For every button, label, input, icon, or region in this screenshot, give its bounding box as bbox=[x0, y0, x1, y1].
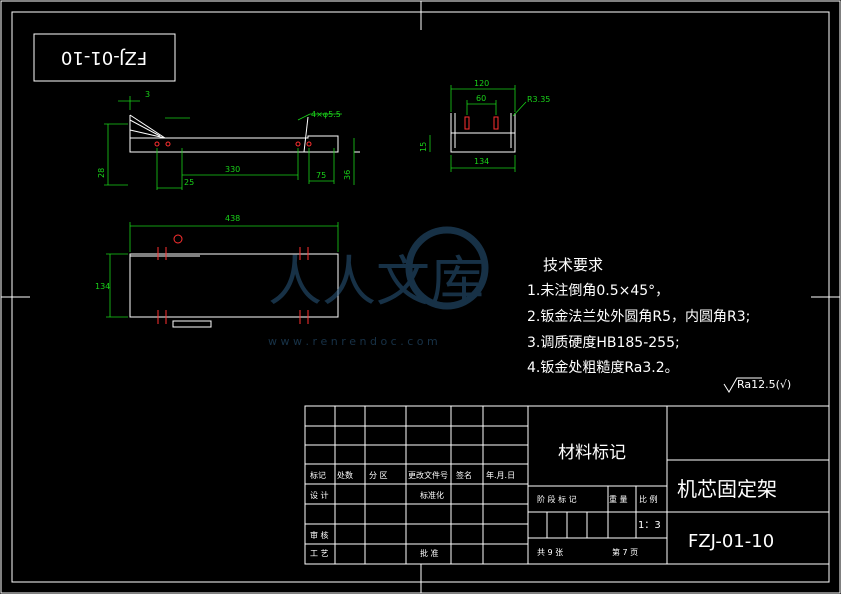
drawing-code: FZJ-01-10 bbox=[688, 531, 774, 552]
dim-120: 120 bbox=[474, 79, 489, 88]
dim-15: 15 bbox=[419, 142, 428, 152]
label-change-doc: 更改文件号 bbox=[408, 470, 448, 480]
watermark-text: 人人文库 bbox=[268, 250, 484, 313]
tech-item-4: 4.钣金处粗糙度Ra3.2。 bbox=[527, 360, 679, 376]
label-stage-mark: 阶 段 标 记 bbox=[537, 494, 577, 504]
label-scale: 比 例 bbox=[639, 494, 658, 504]
tech-item-2: 2.钣金法兰处外圆角R5，内圆角R3; bbox=[527, 309, 750, 325]
dim-36: 36 bbox=[343, 170, 352, 180]
top-view bbox=[129, 234, 339, 328]
dim-330: 330 bbox=[225, 165, 240, 174]
part-name: 机芯固定架 bbox=[677, 477, 777, 501]
dim-3: 3 bbox=[145, 90, 150, 99]
tech-title: 技术要求 bbox=[543, 256, 603, 274]
dim-25: 25 bbox=[184, 178, 194, 187]
label-design: 设 计 bbox=[310, 490, 329, 500]
dim-holes: 4×φ5.5 bbox=[311, 110, 341, 119]
end-view bbox=[450, 113, 516, 153]
dim-134-top: 134 bbox=[95, 282, 110, 291]
label-sheet-no: 第 7 页 bbox=[612, 547, 638, 557]
code-box bbox=[33, 33, 176, 82]
watermark-url: w w w . r e n r e n d o c . c o m bbox=[268, 335, 438, 348]
material-mark-label: 材料标记 bbox=[558, 443, 626, 463]
title-block-grid bbox=[304, 405, 830, 565]
label-approve: 批 准 bbox=[420, 548, 439, 558]
dim-75: 75 bbox=[316, 171, 326, 180]
scale-value: 1：3 bbox=[638, 520, 661, 531]
dim-134-end: 134 bbox=[474, 157, 489, 166]
label-total-sheets: 共 9 张 bbox=[537, 548, 563, 557]
end-dimension-lines bbox=[429, 85, 527, 172]
dim-60: 60 bbox=[476, 94, 486, 103]
side-dimension-lines bbox=[104, 96, 355, 190]
label-process: 工 艺 bbox=[310, 549, 329, 558]
title-block-labels: 标记 处数 分 区 更改文件号 签名 年.月.日 设 计 标准化 阶 段 标 记… bbox=[310, 470, 658, 558]
tech-item-1: 1.未注倒角0.5×45°， bbox=[527, 283, 669, 299]
label-mark: 标记 bbox=[310, 470, 326, 480]
label-weight: 重 量 bbox=[609, 494, 628, 504]
label-zone: 分 区 bbox=[369, 471, 388, 480]
watermark-logo: 人人文库 w w w . r e n r e n d o c . c o m bbox=[268, 226, 489, 348]
top-dimension-lines bbox=[106, 222, 339, 318]
code-flipped: FZJ-01-10 bbox=[61, 47, 147, 68]
label-standardize: 标准化 bbox=[420, 490, 444, 500]
label-date: 年.月.日 bbox=[486, 470, 515, 480]
dim-28: 28 bbox=[97, 168, 106, 178]
side-view bbox=[129, 114, 360, 153]
tech-requirements: 技术要求 1.未注倒角0.5×45°， 2.钣金法兰处外圆角R5，内圆角R3; … bbox=[527, 256, 750, 376]
label-signature: 签名 bbox=[456, 470, 472, 480]
dim-438: 438 bbox=[225, 214, 240, 223]
label-review: 审 核 bbox=[310, 530, 329, 540]
roughness-text: Ra12.5(√) bbox=[737, 378, 791, 391]
dim-r335: R3.35 bbox=[527, 95, 550, 104]
label-count: 处数 bbox=[337, 470, 353, 480]
roughness-symbol: Ra12.5(√) bbox=[723, 377, 791, 393]
tech-item-3: 3.调质硬度HB185-255; bbox=[527, 335, 680, 351]
